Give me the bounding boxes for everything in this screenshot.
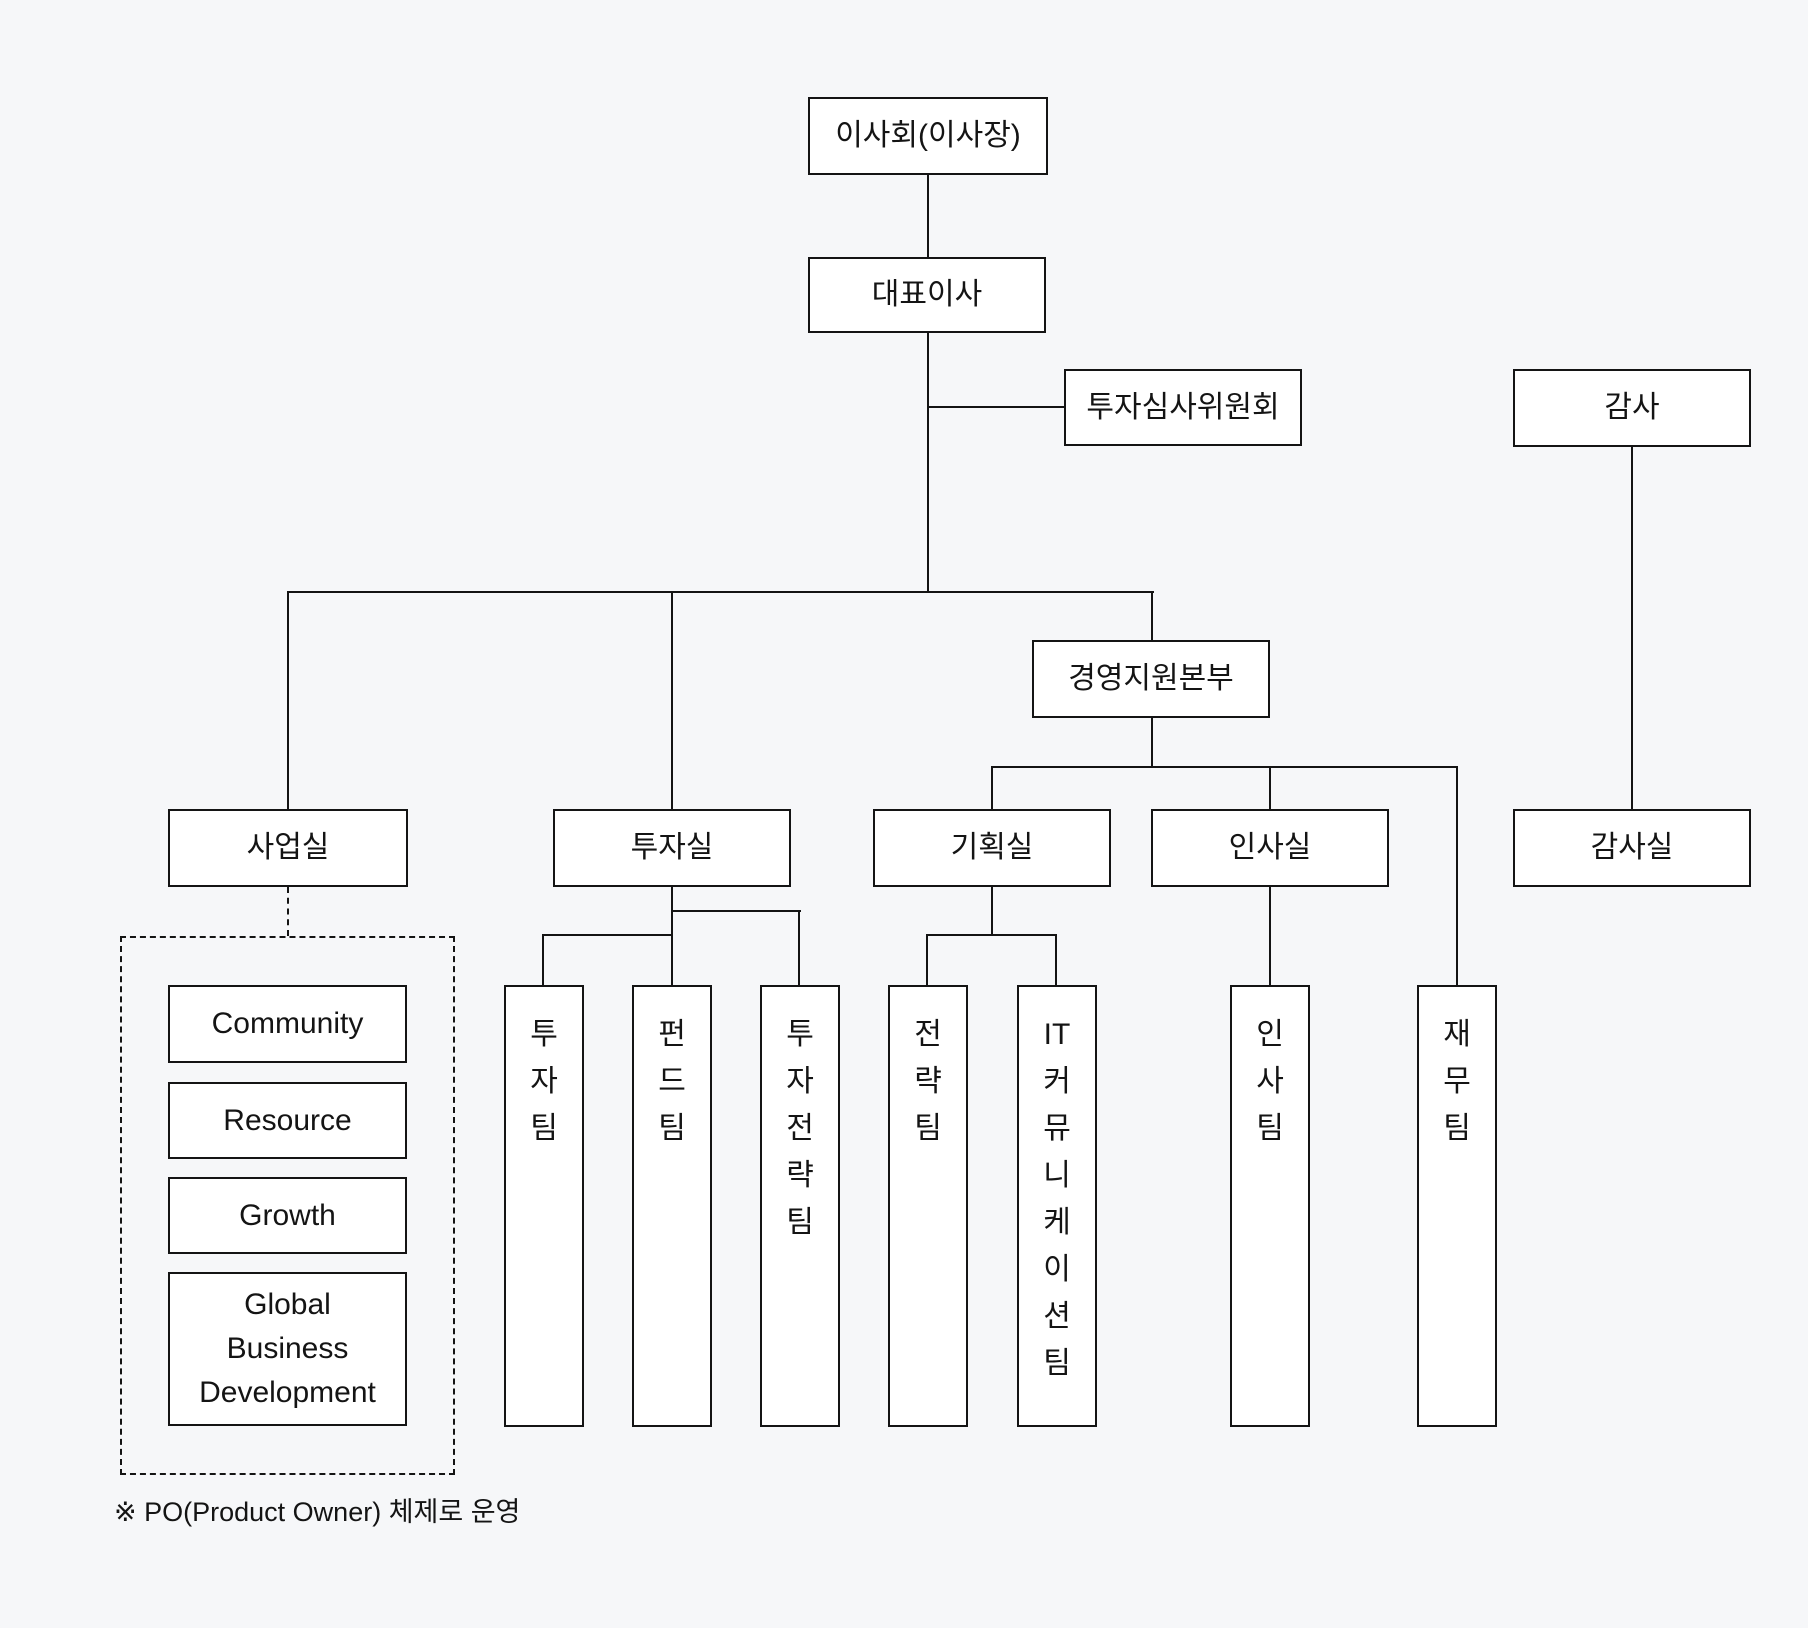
po-unit-community: Community [168, 985, 407, 1063]
edge-ceo-trunk [927, 331, 929, 593]
team-it-communication-label: IT 커 뮤 니 케 이 션 팀 [1043, 1018, 1071, 1380]
branch-investment-right [671, 910, 801, 912]
po-unit-growth-label: Growth [239, 1198, 336, 1232]
node-audit-office-label: 감사실 [1590, 831, 1674, 865]
po-unit-resource: Resource [168, 1082, 407, 1159]
branch-investment-left [542, 934, 673, 936]
team-investment-strategy-label: 투 자 전 략 팀 [786, 1018, 814, 1239]
edge-hr-office-hr-team [1269, 885, 1271, 987]
bus-level1 [287, 591, 1154, 593]
team-fund-label: 펀 드 팀 [658, 1018, 686, 1145]
node-planning-office: 기획실 [873, 809, 1111, 887]
node-management-support-hq-label: 경영지원본부 [1068, 662, 1234, 696]
node-auditor-label: 감사 [1604, 391, 1660, 425]
node-investment-office: 투자실 [553, 809, 791, 887]
team-strategy-label: 전 략 팀 [914, 1018, 942, 1145]
edge-branch-it-communication-team [1055, 934, 1057, 987]
node-hr-office: 인사실 [1151, 809, 1389, 887]
edge-business-office-po-group [287, 887, 289, 936]
edge-branch-strategy-team [926, 934, 928, 987]
po-unit-global-business-development-label: Global Business Development [199, 1288, 376, 1409]
edge-stub-investment-committee [928, 406, 1066, 408]
node-ceo: 대표이사 [808, 257, 1046, 333]
edge-bus1-business-office [287, 591, 289, 811]
po-footnote: ※ PO(Product Owner) 체제로 운영 [114, 1497, 521, 1527]
team-investment: 투 자 팀 [504, 985, 584, 1427]
node-business-office-label: 사업실 [246, 831, 330, 865]
edge-bus2-hr-office [1269, 766, 1271, 811]
edge-bus1-investment-office [671, 591, 673, 811]
edge-investment-office-fund-team [671, 885, 673, 987]
edge-branch-investment-team [542, 934, 544, 987]
bus-level2 [991, 766, 1458, 768]
node-management-support-hq: 경영지원본부 [1032, 640, 1270, 718]
node-investment-office-label: 투자실 [630, 831, 714, 865]
edge-bus1-hq [1151, 591, 1153, 642]
node-planning-office-label: 기획실 [950, 831, 1034, 865]
node-board-label: 이사회(이사장) [835, 119, 1021, 153]
po-group-frame [120, 936, 455, 1475]
po-unit-growth: Growth [168, 1177, 407, 1254]
node-hr-office-label: 인사실 [1228, 831, 1312, 865]
node-ceo-label: 대표이사 [871, 278, 983, 312]
edge-bus2-planning-office [991, 766, 993, 811]
edge-auditor-audit-office [1631, 445, 1633, 811]
node-business-office: 사업실 [168, 809, 408, 887]
team-strategy: 전 략 팀 [888, 985, 968, 1427]
team-hr-label: 인 사 팀 [1256, 1018, 1284, 1145]
po-unit-global-business-development: Global Business Development [168, 1272, 407, 1426]
po-unit-resource-label: Resource [223, 1103, 352, 1137]
team-investment-strategy: 투 자 전 략 팀 [760, 985, 840, 1427]
edge-board-ceo [927, 175, 929, 259]
node-auditor: 감사 [1513, 369, 1751, 447]
edge-planning-office-drop [991, 885, 993, 936]
node-audit-office: 감사실 [1513, 809, 1751, 887]
node-investment-committee: 투자심사위원회 [1064, 369, 1302, 446]
edge-bus2-finance-team [1456, 766, 1458, 987]
team-fund: 펀 드 팀 [632, 985, 712, 1427]
team-finance-label: 재 무 팀 [1443, 1018, 1471, 1145]
team-it-communication: IT 커 뮤 니 케 이 션 팀 [1017, 985, 1097, 1427]
team-finance: 재 무 팀 [1417, 985, 1497, 1427]
edge-hq-bus2 [1151, 716, 1153, 768]
node-board: 이사회(이사장) [808, 97, 1048, 175]
team-investment-label: 투 자 팀 [530, 1018, 558, 1145]
po-unit-community-label: Community [211, 1007, 364, 1041]
team-hr: 인 사 팀 [1230, 985, 1310, 1427]
edge-branch-investment-strategy-team [798, 910, 800, 987]
branch-planning [926, 934, 1057, 936]
node-investment-committee-label: 투자심사위원회 [1086, 390, 1280, 424]
